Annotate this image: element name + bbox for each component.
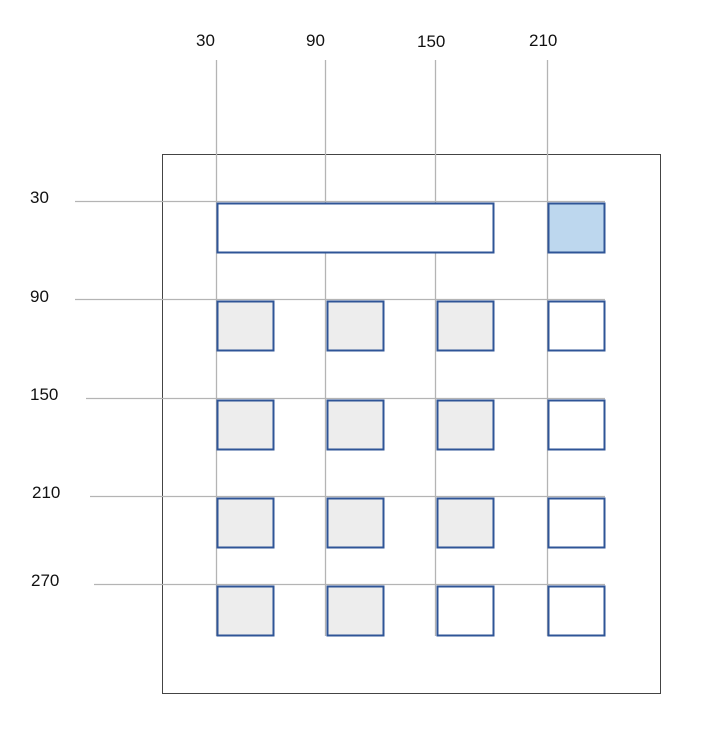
column-label: 30: [196, 31, 215, 50]
row-label: 150: [30, 385, 58, 404]
frame: [162, 154, 661, 694]
layout-box-white: [547, 399, 606, 451]
layout-box-white: [547, 497, 606, 549]
column-label: 90: [306, 31, 325, 50]
column-label: 150: [417, 32, 445, 51]
layout-box-blue: [547, 202, 606, 254]
layout-box-grey: [216, 399, 275, 451]
layout-box-white: [547, 300, 606, 352]
layout-box-grey: [326, 399, 385, 451]
row-label: 270: [31, 571, 59, 590]
layout-box-white: [436, 585, 495, 637]
layout-box-grey: [436, 497, 495, 549]
layout-box-grey: [216, 585, 275, 637]
row-label: 90: [30, 287, 49, 306]
column-label: 210: [529, 31, 557, 50]
layout-box-grey: [436, 399, 495, 451]
row-label: 30: [30, 188, 49, 207]
layout-box-grey: [216, 300, 275, 352]
layout-box-grey: [216, 497, 275, 549]
wide-layout-box: [216, 202, 495, 254]
layout-box-white: [547, 585, 606, 637]
layout-box-grey: [436, 300, 495, 352]
row-label: 210: [32, 483, 60, 502]
layout-box-grey: [326, 497, 385, 549]
layout-box-grey: [326, 585, 385, 637]
layout-box-grey: [326, 300, 385, 352]
